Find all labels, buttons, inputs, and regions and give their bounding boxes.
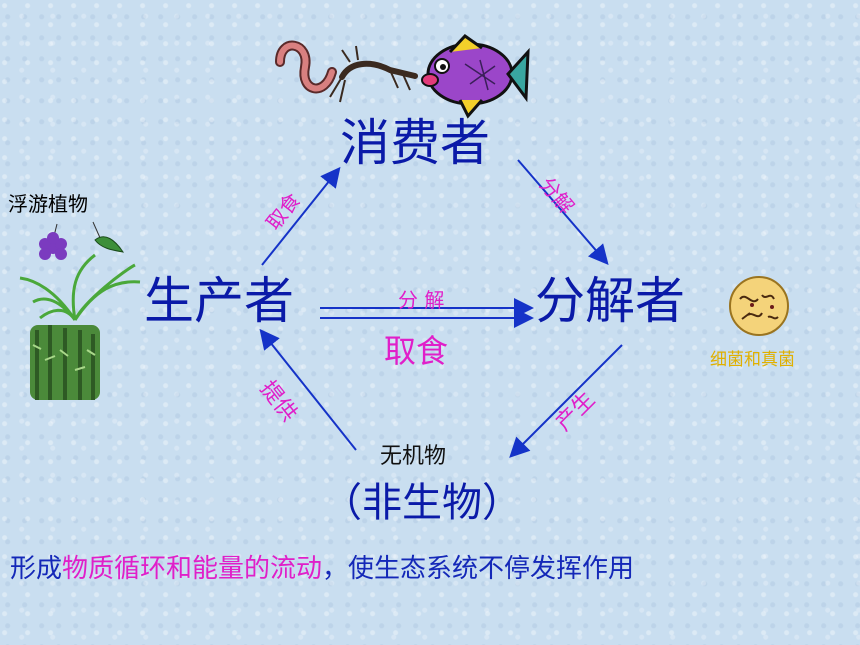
node-decomposer: 分解者 — [535, 272, 685, 330]
bacteria-label: 细菌和真菌 — [710, 350, 795, 370]
edge-label-eaten: 取食 — [384, 332, 449, 370]
node-nonliving: （非生物） — [322, 480, 522, 526]
arrow-consumer-to-decomposer — [517, 159, 609, 266]
consumer-animals-illustration — [275, 34, 530, 119]
arrow-producer-to-consumer — [261, 166, 341, 266]
node-inorganic: 无机物 — [380, 444, 447, 469]
bacteria-illustration — [729, 276, 789, 336]
summary-part-1: 形成 — [10, 554, 63, 584]
summary-part-3: ，使生态系统不停发挥作用 — [322, 554, 635, 584]
plankton-label: 浮游植物 — [8, 192, 88, 216]
summary-highlight: 物质循环和能量的流动 — [62, 554, 323, 584]
node-consumer: 消费者 — [340, 114, 490, 172]
arrow-inorganic-to-producer — [259, 328, 357, 451]
plant-illustration — [19, 221, 141, 400]
summary-text: 形成物质循环和能量的流动，使生态系统不停发挥作用 — [10, 548, 634, 585]
arrow-decomposer-to-inorganic — [509, 344, 623, 458]
node-producer: 生产者 — [144, 272, 294, 330]
edge-label-decompose: 分 解 — [398, 288, 445, 312]
